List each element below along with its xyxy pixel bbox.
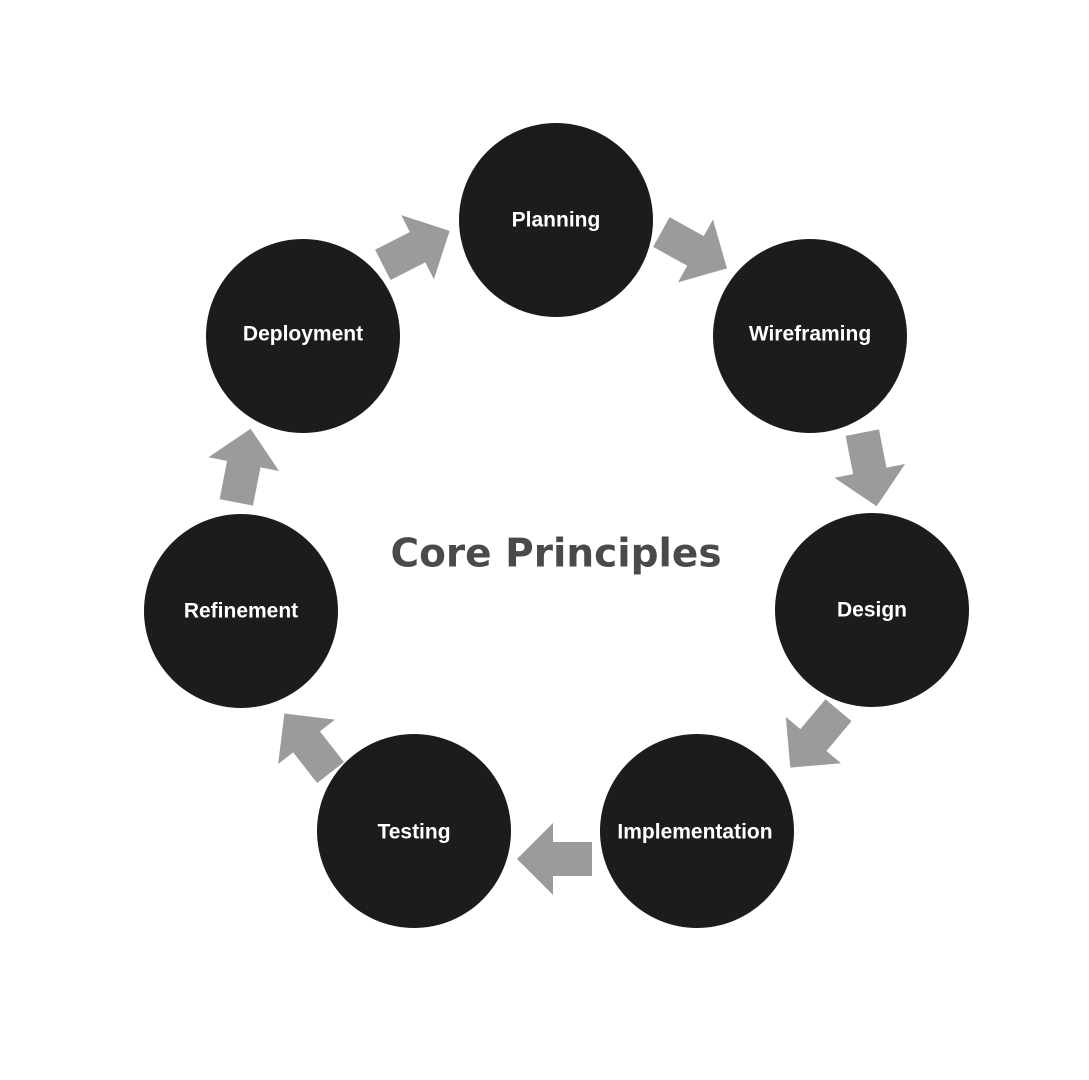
stage-node-testing: Testing bbox=[317, 734, 511, 928]
arrow-testing-to-refinement bbox=[278, 713, 344, 784]
arrow-refinement-to-deployment bbox=[208, 428, 280, 506]
stage-label-design: Design bbox=[837, 599, 907, 622]
stage-label-implementation: Implementation bbox=[617, 821, 772, 844]
stage-label-planning: Planning bbox=[512, 209, 601, 232]
stage-node-refinement: Refinement bbox=[144, 514, 338, 708]
arrow-wireframing-to-design bbox=[834, 429, 906, 507]
stage-node-design: Design bbox=[775, 513, 969, 707]
stage-node-wireframing: Wireframing bbox=[713, 239, 907, 433]
stage-label-deployment: Deployment bbox=[243, 323, 363, 346]
arrow-design-to-implementation bbox=[785, 699, 852, 768]
center-title: Core Principles bbox=[390, 532, 721, 577]
stage-label-refinement: Refinement bbox=[184, 600, 298, 623]
arrow-implementation-to-testing bbox=[517, 823, 592, 895]
arrow-deployment-to-planning bbox=[375, 215, 450, 281]
stage-label-testing: Testing bbox=[377, 821, 450, 844]
arrows-group bbox=[208, 215, 906, 895]
stage-node-implementation: Implementation bbox=[600, 734, 794, 928]
arrow-planning-to-wireframing bbox=[653, 217, 727, 283]
stage-label-wireframing: Wireframing bbox=[749, 323, 871, 346]
stage-node-deployment: Deployment bbox=[206, 239, 400, 433]
stage-node-planning: Planning bbox=[459, 123, 653, 317]
